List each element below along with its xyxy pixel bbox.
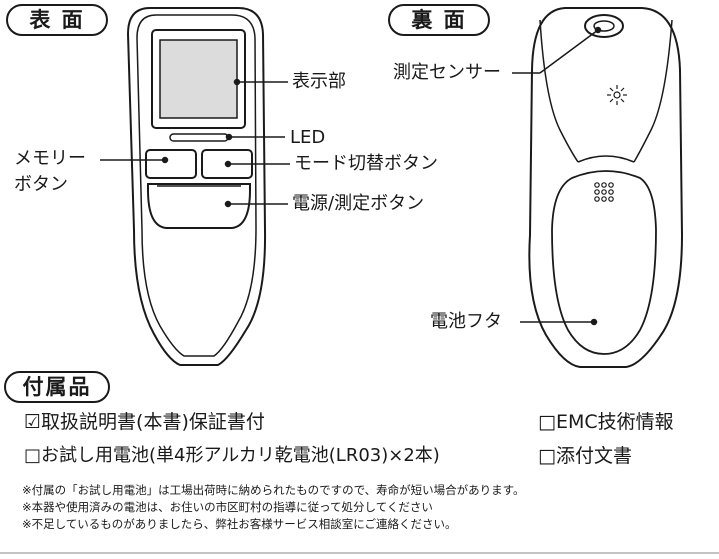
accessory-item-trial-battery: □お試し用電池(単4形アルカリ乾電池(LR03)×2本) [24,444,440,468]
led-indicator [169,133,229,142]
accessory-text: 取扱説明書(本書)保証書付 [41,411,265,433]
accessory-item-manual: ☑取扱説明書(本書)保証書付 [24,410,265,434]
memory-button-label-line1: メモリー [14,148,86,169]
speaker-grille-icon [607,85,627,105]
front-device [126,7,267,366]
accessory-text: お試し用電池(単4形アルカリ乾電池(LR03)×2本) [41,445,440,466]
cover-vent-icon [594,182,614,202]
section-front: 表 面 [6,4,108,36]
accessory-item-emc: □EMC技術情報 [538,410,674,434]
accessory-item-package-insert: □添付文書 [538,444,632,468]
checkbox-empty-icon: □ [24,445,42,466]
back-device [528,7,684,368]
back-outer-body [528,7,684,368]
led-label: LED [290,127,326,148]
section-accessories: 付属品 [4,371,110,403]
mode-button-label: モード切替ボタン [294,153,438,174]
memory-button [145,149,197,179]
accessory-text: EMC技術情報 [555,411,674,433]
sensor-window-inner [593,20,615,32]
note-trial-battery: ※付属の「お試し用電池」は工場出荷時に納められたものですので、寿命が短い場合があ… [22,483,525,497]
accessory-text: 添付文書 [555,445,632,467]
section-back: 裏 面 [388,4,490,36]
note-disposal: ※本器や使用済みの電池は、お住いの市区町村の指導に従って処分してください [22,500,433,514]
sensor-label: 測定センサー [393,62,501,83]
checkbox-checked-icon: ☑ [24,411,42,433]
power-button-label: 電源/測定ボタン [292,193,425,214]
memory-button-label-line2: ボタン [14,174,68,195]
battery-cover-shape [551,170,657,355]
back-neck [577,155,635,163]
display-frame [151,29,246,129]
display-label: 表示部 [292,71,346,92]
back-shoulder-right [633,19,673,163]
back-shoulder-left [539,19,579,163]
note-contact: ※不足しているものがありましたら、弊社お客様サービス相談室にご連絡ください。 [22,517,457,531]
sensor-window-outer [584,14,624,38]
front-inner-body [136,14,257,357]
checkbox-empty-icon: □ [538,445,556,467]
checkbox-empty-icon: □ [538,411,556,433]
battery-cover-label: 電池フタ [430,311,502,332]
power-button-shape [147,183,251,229]
display-screen [159,39,238,119]
